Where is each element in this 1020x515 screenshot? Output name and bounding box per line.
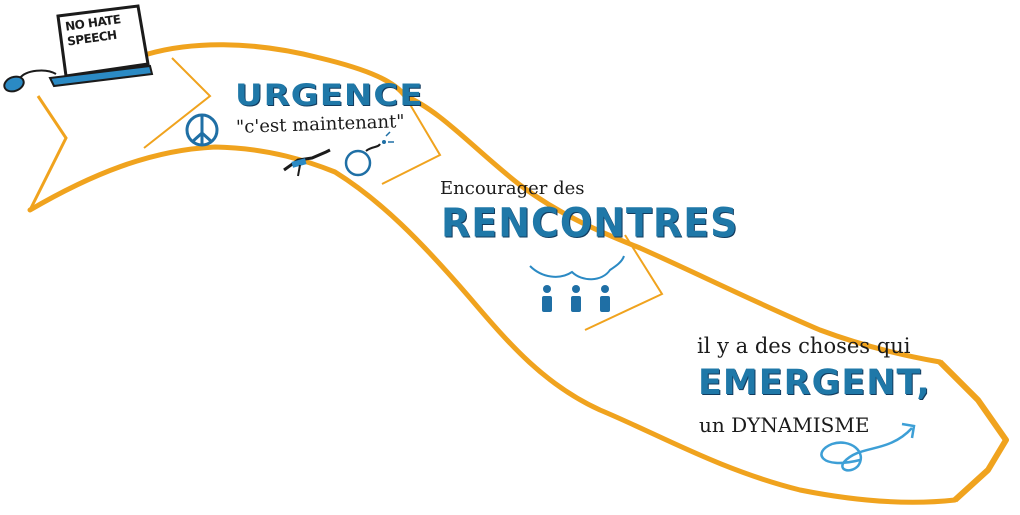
emergent-intro: il y a des choses qui [697, 334, 911, 358]
ribbon-top-edge [145, 42, 943, 365]
people-group-icon [542, 285, 610, 312]
ribbon-fold-2 [381, 95, 442, 185]
rencontres-title: RENCONTRES [441, 199, 739, 247]
emergent-outro: un DYNAMISME [699, 413, 870, 437]
bomb-icon [344, 131, 394, 177]
urgence-title: URGENCE [235, 78, 424, 113]
ribbon-left-end [28, 95, 68, 211]
mouse-icon [3, 69, 57, 93]
rencontres-intro: Encourager des [440, 178, 585, 199]
speech-bubble-icon [529, 255, 625, 281]
rifle-icon [283, 148, 331, 177]
laptop-icon [48, 4, 154, 88]
emergent-title: EMERGENT, [698, 363, 931, 403]
spiral-arrow-icon [820, 422, 916, 472]
ribbon-fold-3 [584, 234, 664, 331]
ribbon-bottom-edge [27, 144, 958, 505]
ribbon-fold-1 [143, 57, 212, 149]
ribbon-right-arrow [937, 359, 1009, 503]
peace-symbol-icon [185, 113, 219, 147]
